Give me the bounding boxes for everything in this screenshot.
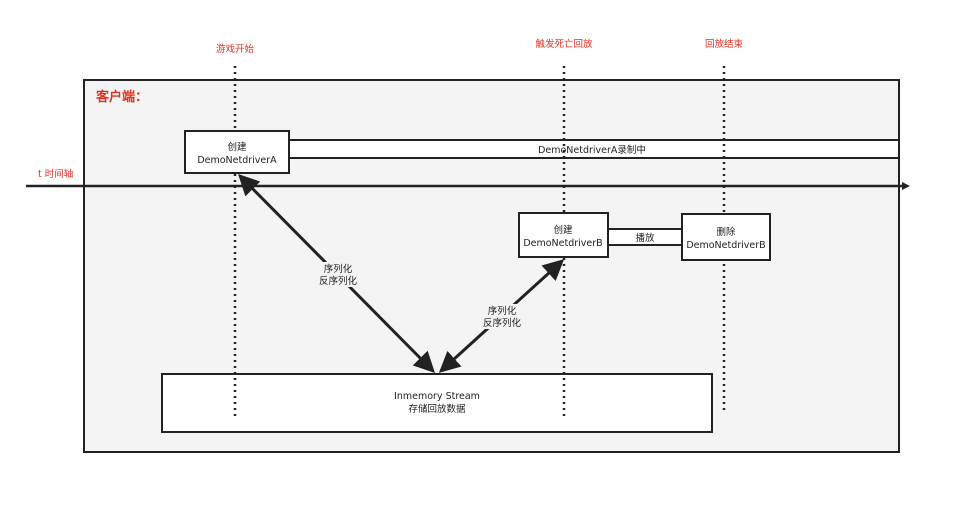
box-create-driver-a bbox=[184, 130, 290, 174]
box-delete-driver-b-line2: DemoNetdriverB bbox=[686, 240, 765, 251]
arrow-left-label-bg bbox=[316, 262, 360, 287]
box-delete-driver-b-line1: 删除 bbox=[716, 226, 736, 238]
arrow-left-label-line1: 序列化 bbox=[324, 263, 353, 275]
play-label: 播放 bbox=[635, 232, 655, 244]
marker-label-death-replay: 触发死亡回放 bbox=[535, 38, 593, 50]
box-create-driver-b-line2: DemoNetdriverB bbox=[523, 238, 602, 249]
arrow-right-label-line1: 序列化 bbox=[488, 305, 517, 317]
client-label: 客户端： bbox=[96, 89, 148, 105]
box-create-driver-a-line1: 创建 bbox=[227, 141, 247, 153]
stream-box-title: Inmemory Stream bbox=[394, 391, 480, 402]
box-create-driver-a-line2: DemoNetdriverA bbox=[197, 155, 277, 166]
arrow-right-label-line2: 反序列化 bbox=[483, 317, 522, 329]
arrow-right-label-bg bbox=[480, 304, 524, 329]
timeline-label: t 时间轴 bbox=[38, 168, 73, 180]
timeline-arrowhead bbox=[902, 182, 910, 190]
box-delete-driver-b bbox=[681, 213, 771, 261]
arrow-left-label-line2: 反序列化 bbox=[319, 275, 358, 287]
marker-label-game-start: 游戏开始 bbox=[216, 43, 255, 55]
stream-box bbox=[161, 373, 713, 433]
marker-label-replay-end: 回放结束 bbox=[705, 38, 744, 50]
stream-box-subtitle: 存储回放数据 bbox=[408, 403, 466, 415]
recording-label: DemoNetdriverA录制中 bbox=[538, 144, 646, 156]
box-create-driver-b-line1: 创建 bbox=[553, 224, 573, 236]
box-create-driver-b bbox=[518, 212, 609, 258]
